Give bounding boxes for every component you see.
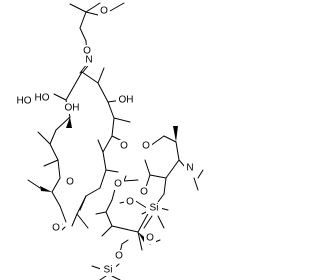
macrolactone-ring <box>49 71 115 227</box>
hydroxyl-label-3: OH <box>119 95 134 106</box>
desosamine-ring <box>123 126 204 195</box>
cladinose-methoxy-o-label: O <box>146 233 154 244</box>
chemical-structure-diagram: O O N HO OH OH HO O O N O Si O O O O O <box>14 2 204 280</box>
atom-labels: O O N HO OH OH HO O O N O Si O O O O O <box>14 5 196 276</box>
hydroxyl-label-4: HO <box>17 96 32 107</box>
lactone-ring-o-label: O <box>66 177 74 188</box>
cladinose-ring-o-label: O <box>126 197 134 208</box>
cladinose-si-label: Si <box>104 265 113 276</box>
cladinose-tms-o-label: O <box>115 251 123 262</box>
oxime-n-label: N <box>85 55 92 66</box>
desosamine-tms-o-label: O <box>140 187 148 198</box>
oxime-protecting-group <box>69 2 125 74</box>
methoxy-o-label: O <box>100 6 108 17</box>
hydroxyl-label-2: OH <box>65 103 80 114</box>
ring-link-o-upper-label: O <box>120 141 128 152</box>
desosamine-n-label: N <box>186 163 193 174</box>
ring-link-o-lower-label: O <box>114 179 122 190</box>
oxime-o-label: O <box>83 46 91 57</box>
lactone-carbonyl-o-label: O <box>52 223 60 234</box>
desosamine-ring-o-label: O <box>142 141 150 152</box>
desosamine-si-label: Si <box>150 203 159 214</box>
hydroxyl-label-1: HO <box>35 93 50 104</box>
